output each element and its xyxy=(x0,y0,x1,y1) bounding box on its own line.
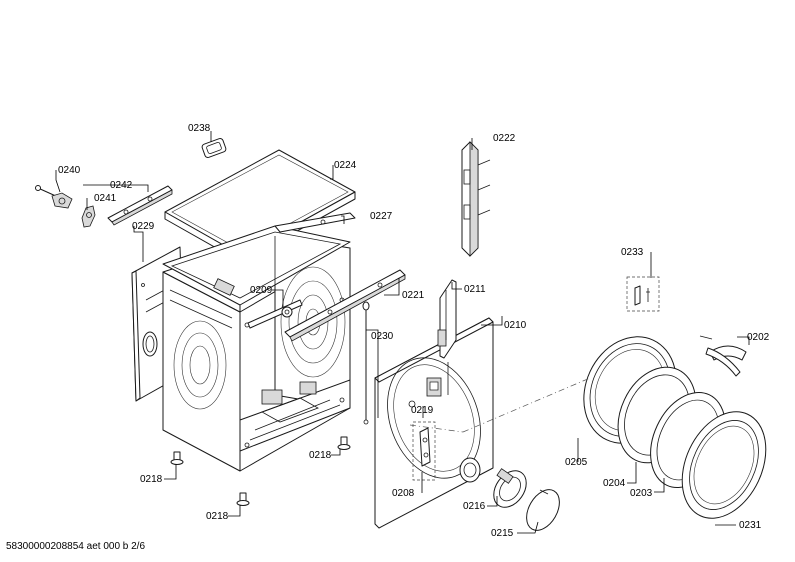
callout-0241: 0241 xyxy=(94,193,117,204)
cross-brace-part xyxy=(247,269,406,342)
callout-0218-b: 0218 xyxy=(309,450,332,461)
callout-0218-c: 0218 xyxy=(206,511,229,522)
callout-0205: 0205 xyxy=(565,457,588,468)
callout-0240: 0240 xyxy=(58,165,81,176)
inlet-part xyxy=(493,468,527,508)
callout-0221: 0221 xyxy=(402,290,425,301)
callout-0233: 0233 xyxy=(621,247,644,258)
foot-part-c xyxy=(236,492,250,506)
assembly-axis-line xyxy=(462,377,591,433)
cabinet-body-part xyxy=(162,225,351,472)
hook-part xyxy=(626,276,660,312)
callout-0202: 0202 xyxy=(747,332,770,343)
door-lock-part xyxy=(426,362,449,397)
callout-0222: 0222 xyxy=(493,133,516,144)
callout-0216: 0216 xyxy=(463,501,486,512)
hinge-part xyxy=(412,421,436,481)
rear-bracket-part xyxy=(461,141,491,257)
callout-0203: 0203 xyxy=(630,488,653,499)
foot-part-a xyxy=(170,451,184,465)
assembly-axis-line-2 xyxy=(409,424,464,433)
rod-part xyxy=(362,301,370,425)
front-panel-part xyxy=(374,317,494,529)
callout-0208: 0208 xyxy=(392,488,415,499)
callout-0229: 0229 xyxy=(132,221,155,232)
callout-0238: 0238 xyxy=(188,123,211,134)
round-cover-part xyxy=(526,489,560,531)
foot-part-b xyxy=(337,436,351,450)
callout-0211: 0211 xyxy=(464,284,486,295)
callout-0204: 0204 xyxy=(603,478,626,489)
callout-0219: 0219 xyxy=(411,405,434,416)
rail-part xyxy=(107,185,173,226)
callout-0210: 0210 xyxy=(504,320,527,331)
callout-0242: 0242 xyxy=(110,180,133,191)
screw-part xyxy=(35,185,73,209)
clip-part xyxy=(81,205,96,228)
control-bracket-part xyxy=(437,279,457,359)
seal-clamp-part xyxy=(699,335,747,377)
leader-lines xyxy=(55,131,750,534)
callout-0231: 0231 xyxy=(739,520,762,531)
callout-0224: 0224 xyxy=(334,160,357,171)
rear-rail-part xyxy=(274,212,356,233)
callout-0227: 0227 xyxy=(370,211,393,222)
callout-0215: 0215 xyxy=(491,528,514,539)
drawing-reference-footer: 58300000208854 aet 000 b 2/6 xyxy=(6,541,146,552)
callout-0218-a: 0218 xyxy=(140,474,163,485)
callout-0230: 0230 xyxy=(371,331,394,342)
handle-part xyxy=(201,138,227,158)
callout-0209: 0209 xyxy=(250,285,273,296)
door-outer-ring-part xyxy=(681,411,767,519)
